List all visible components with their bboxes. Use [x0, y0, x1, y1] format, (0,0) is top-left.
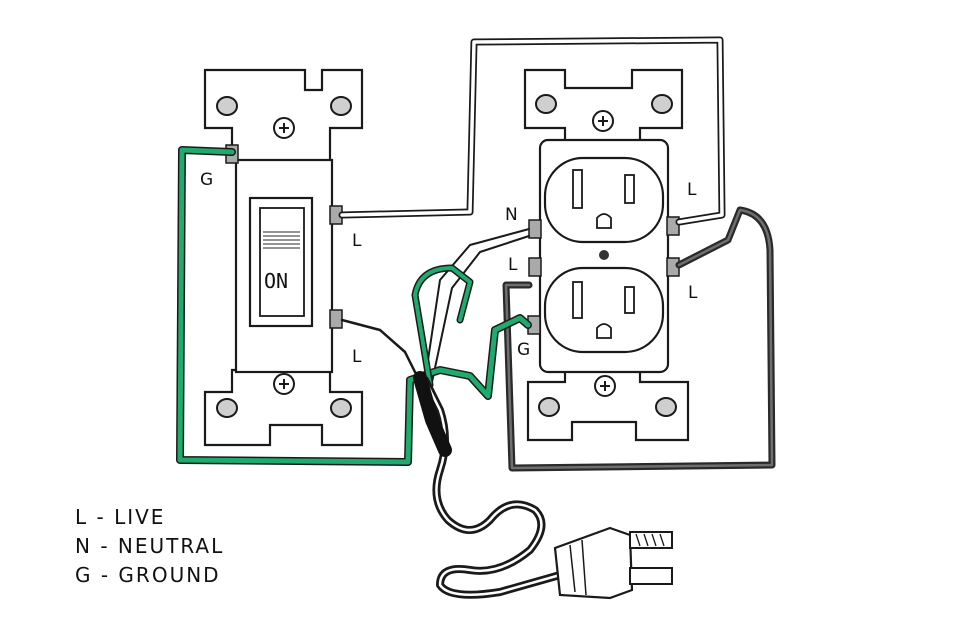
switch-ground-label: G: [200, 170, 214, 190]
outlet-left-lower-live-label: L: [508, 255, 518, 275]
outlet-ground-label: G: [517, 340, 531, 360]
duplex-outlet: [523, 68, 690, 442]
switch-lower-wire: [340, 318, 422, 384]
legend-item-live: L - LIVE: [75, 505, 165, 529]
switch-lower-live-label: L: [352, 347, 362, 367]
outlet-strap-screw-icon: [535, 94, 677, 417]
legend-item-ground: G - GROUND: [75, 563, 221, 587]
plug-upper-prong: [629, 531, 673, 549]
outlet-lower-hot-slot: [624, 286, 635, 314]
outlet-right-lower-live-label: L: [688, 283, 698, 303]
light-switch: ON: [203, 68, 364, 447]
outlet-upper-receptacle: [543, 156, 665, 244]
switch-bottom-mounting-screw-icon: [273, 373, 295, 395]
switch-bottom-strap: [203, 368, 364, 447]
outlet-neutral-wire: [424, 228, 530, 381]
switch-top-mounting-screw-icon: [273, 117, 295, 139]
power-plug-icon: [553, 526, 673, 600]
switch-lower-terminal: [329, 309, 343, 329]
outlet-neutral-label: N: [505, 205, 519, 225]
switch-toggle: [259, 207, 305, 317]
outlet-lower-neutral-slot: [572, 281, 583, 319]
wires: [176, 36, 776, 599]
outlet-top-mounting-screw-icon: [592, 110, 614, 132]
switch-on-label: ON: [264, 269, 288, 293]
outlet-upper-ground-hole: [596, 213, 612, 229]
outlet-left-lower-terminal: [528, 257, 542, 277]
switch-mounting-strap: [203, 68, 364, 164]
outlet-right-upper-live-label: L: [687, 180, 697, 200]
outlet-center-screw-icon: [599, 250, 609, 260]
outlet-lower-receptacle: [543, 266, 665, 354]
legend-item-neutral: N - NEUTRAL: [75, 534, 224, 558]
switch-upper-live-label: L: [352, 231, 362, 251]
outlet-upper-neutral-slot: [572, 169, 583, 209]
plug-lower-prong: [629, 567, 673, 585]
outlet-upper-hot-slot: [624, 174, 635, 204]
switch-strap-screw-icon: [216, 96, 352, 418]
switch-toggle-hatch: [263, 231, 300, 249]
outlet-lower-ground-hole: [596, 323, 612, 339]
cord-sheath: [413, 371, 452, 457]
outlet-neutral-terminal: [528, 219, 542, 239]
outlet-live-feed-wire: [431, 235, 530, 383]
outlet-bottom-mounting-screw-icon: [594, 375, 616, 397]
legend: L - LIVE N - NEUTRAL G - GROUND: [75, 505, 224, 587]
